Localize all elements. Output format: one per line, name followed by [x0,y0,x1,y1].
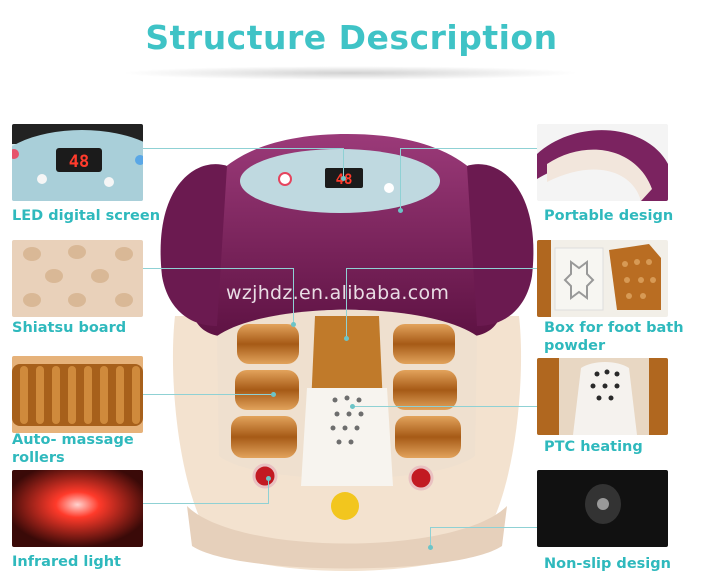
leader-shiatsu-board-vertical [293,268,294,323]
label-ptc-heating: PTC heating [544,439,643,455]
watermark: wzjhdz.en.alibaba.com [226,282,450,304]
foot-bath-powder-box-thumbnail [537,240,668,317]
leader-infrared-light [143,503,268,504]
infrared-light-thumbnail [12,470,143,547]
leader-shiatsu-board [143,268,293,269]
ptc-heating-thumbnail [537,358,668,435]
non-slip-design-thumbnail [537,470,668,547]
shiatsu-board-thumbnail [12,240,143,317]
leader-dot-ptc-heating [350,404,355,409]
label-led-digital-screen: LED digital screen [12,208,161,224]
leader-non-slip-design [430,527,537,528]
leader-dot-infrared-light [266,476,271,481]
leader-dot-non-slip-design [428,545,433,550]
leader-non-slip-design-vertical [430,527,431,547]
label-shiatsu-board: Shiatsu board [12,320,127,336]
leader-led-screen-vertical [343,148,344,178]
leader-dot-shiatsu-board [291,322,296,327]
leader-dot-massage-rollers [271,392,276,397]
label-infrared-light: Infrared light [12,554,121,570]
led-screen-thumbnail: 48 [12,124,143,201]
foot-spa-illustration: 48 [160,134,534,571]
leader-powder-box-vertical [346,268,347,338]
leader-dot-portable-design [398,208,403,213]
leader-infrared-light-vertical [268,478,269,504]
leader-portable-design-vertical [400,148,401,210]
leader-dot-led-screen [341,176,346,181]
label-non-slip-design: Non-slip design [544,556,671,572]
title-shadow [120,66,580,80]
led-thumb-value: 48 [69,152,89,172]
leader-ptc-heating [352,406,537,407]
page-title: Structure Description [145,18,558,57]
portable-design-thumbnail [537,124,668,201]
leader-portable-design [400,148,537,149]
label-foot-bath-powder-box: Box for foot bath powder [544,320,684,354]
leader-powder-box [346,268,537,269]
label-portable-design: Portable design [544,208,674,224]
leader-dot-powder-box [344,336,349,341]
label-auto-massage-rollers: Auto- massage rollers [12,432,134,466]
massage-rollers-thumbnail [12,356,143,433]
leader-led-screen [143,148,343,149]
leader-massage-rollers [143,394,273,395]
